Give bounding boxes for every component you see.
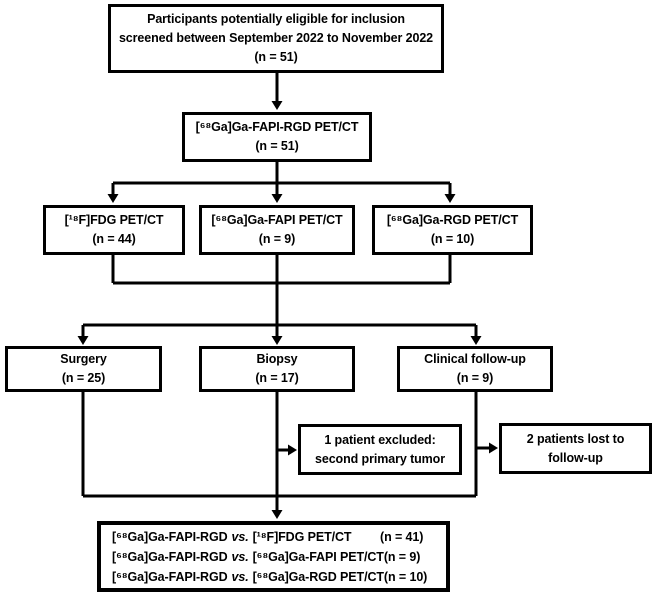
arrowhead-into-rgd — [444, 194, 456, 203]
box-fapi-title: [⁶⁸Ga]Ga-FAPI PET/CT — [211, 213, 343, 227]
box-eligibility-line1: Participants potentially eligible for in… — [147, 12, 405, 26]
comparison-tracer-a: [⁶⁸Ga]Ga-FAPI-RGD — [112, 569, 228, 584]
arrowhead-into-lost — [489, 442, 498, 454]
box-clinical-followup: Clinical follow-up (n = 9) — [397, 346, 553, 392]
box-biopsy-count: (n = 17) — [255, 371, 299, 385]
box-followup-count: (n = 9) — [456, 371, 494, 385]
arrowhead-into-comparison — [271, 510, 283, 519]
box-excluded-line2: second primary tumor — [315, 451, 445, 466]
connector-split2 — [81, 323, 478, 336]
comparison-row: [⁶⁸Ga]Ga-FAPI-RGD vs. [⁶⁸Ga]Ga-FAPI PET/… — [112, 547, 438, 567]
box-biopsy: Biopsy (n = 17) — [199, 346, 355, 392]
box-lost-line2: follow-up — [548, 450, 603, 465]
arrowhead-into-biopsy — [271, 336, 283, 345]
box-lost-to-followup: 2 patients lost to follow-up — [499, 423, 652, 474]
comparison-row: [⁶⁸Ga]Ga-FAPI-RGD vs. [⁶⁸Ga]Ga-RGD PET/C… — [112, 567, 438, 587]
box-fapi-rgd-count: (n = 51) — [255, 139, 299, 153]
box-fdg-petct: [¹⁸F]FDG PET/CT (n = 44) — [43, 205, 185, 255]
box-fapi-rgd-petct: [⁶⁸Ga]Ga-FAPI-RGD PET/CT (n = 51) — [182, 112, 372, 162]
arrowhead-into-fapi-rgd — [271, 101, 283, 110]
connector-merge1 — [111, 255, 452, 336]
arrowhead-into-followup — [470, 336, 482, 345]
connector-split1 — [111, 162, 452, 194]
comparison-tracer-b: [¹⁸F]FDG PET/CT — [252, 529, 352, 544]
comparison-vs: vs. — [231, 569, 249, 584]
comparison-tracer-a: [⁶⁸Ga]Ga-FAPI-RGD — [112, 549, 228, 564]
comparison-count: (n = 41) — [380, 529, 424, 544]
box-fapi-count: (n = 9) — [258, 232, 296, 246]
arrowhead-into-surgery — [77, 336, 89, 345]
box-fdg-count: (n = 44) — [92, 232, 136, 246]
box-biopsy-title: Biopsy — [256, 352, 298, 366]
box-eligibility-count: (n = 51) — [254, 50, 298, 64]
comparison-row: [⁶⁸Ga]Ga-FAPI-RGD vs. [¹⁸F]FDG PET/CT (n… — [112, 527, 438, 547]
box-excluded-line1: 1 patient excluded: — [324, 432, 436, 447]
connector-merge2 — [81, 392, 478, 510]
box-patient-excluded: 1 patient excluded: second primary tumor — [298, 424, 462, 475]
arrowhead-into-excluded — [288, 444, 297, 456]
box-fapi-petct: [⁶⁸Ga]Ga-FAPI PET/CT (n = 9) — [199, 205, 355, 255]
box-fdg-title: [¹⁸F]FDG PET/CT — [64, 213, 164, 227]
box-surgery: Surgery (n = 25) — [5, 346, 162, 392]
box-surgery-count: (n = 25) — [61, 371, 106, 385]
comparison-tracer-a: [⁶⁸Ga]Ga-FAPI-RGD — [112, 529, 228, 544]
arrowhead-into-fdg — [107, 194, 119, 203]
box-followup-title: Clinical follow-up — [424, 352, 526, 366]
box-rgd-title: [⁶⁸Ga]Ga-RGD PET/CT — [386, 213, 519, 227]
comparison-tracer-b: [⁶⁸Ga]Ga-RGD PET/CT — [252, 569, 384, 584]
box-eligibility-line2: screened between September 2022 to Novem… — [118, 31, 434, 45]
box-comparison: [⁶⁸Ga]Ga-FAPI-RGD vs. [¹⁸F]FDG PET/CT (n… — [97, 521, 450, 592]
box-surgery-title: Surgery — [60, 352, 107, 366]
box-eligibility: Participants potentially eligible for in… — [108, 4, 444, 73]
comparison-count: (n = 9) — [383, 549, 421, 564]
arrowhead-into-fapi — [271, 194, 283, 203]
box-lost-line1: 2 patients lost to — [526, 431, 625, 446]
box-rgd-petct: [⁶⁸Ga]Ga-RGD PET/CT (n = 10) — [372, 205, 533, 255]
box-rgd-count: (n = 10) — [430, 232, 475, 246]
box-fapi-rgd-title: [⁶⁸Ga]Ga-FAPI-RGD PET/CT — [195, 120, 359, 134]
comparison-count: (n = 10) — [383, 569, 428, 584]
comparison-vs: vs. — [231, 549, 249, 564]
comparison-vs: vs. — [231, 529, 249, 544]
comparison-tracer-b: [⁶⁸Ga]Ga-FAPI PET/CT — [252, 549, 384, 564]
